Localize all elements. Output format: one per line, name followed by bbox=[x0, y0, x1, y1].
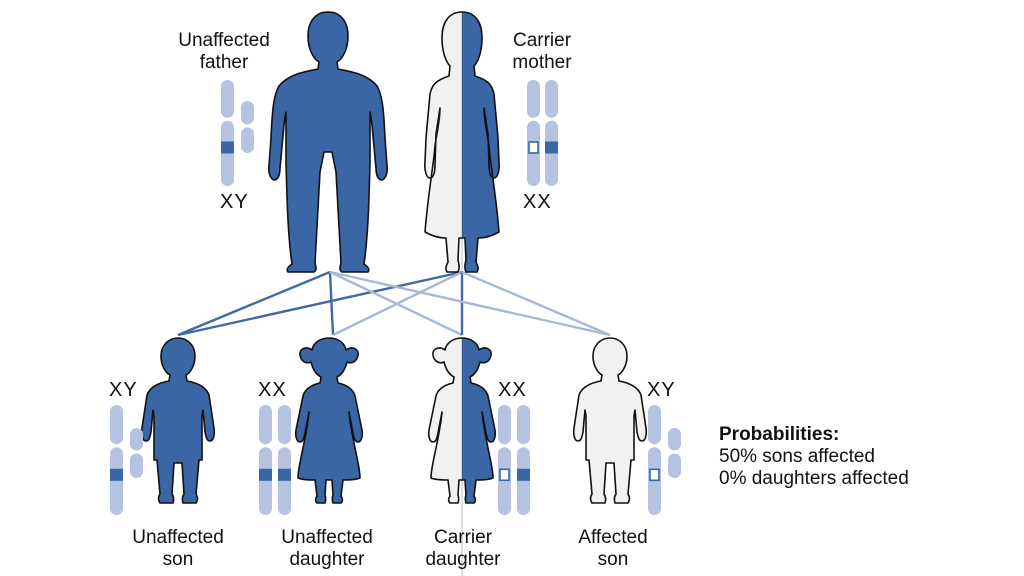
inheritance-lines bbox=[177, 270, 611, 337]
child-1-chromosome-label: XY bbox=[109, 379, 138, 401]
father-line-3 bbox=[329, 270, 463, 337]
child-4-x-chromosome bbox=[648, 405, 661, 515]
mother-x-chromosome-2 bbox=[545, 80, 558, 186]
child-2-chromosome-label: XX bbox=[258, 379, 287, 401]
probability-sons: 50% sons affected bbox=[719, 446, 875, 467]
child-4-chromosome-label: XY bbox=[647, 379, 676, 401]
child-4-label: Affected son bbox=[578, 527, 648, 570]
figures bbox=[140, 11, 648, 576]
child-3-x-chromosome-1 bbox=[498, 405, 511, 515]
child-1-x-chromosome bbox=[110, 405, 123, 515]
mother-chromosome-label: XX bbox=[523, 191, 552, 213]
father-x-chromosome bbox=[221, 80, 234, 186]
father-label: Unaffected father bbox=[178, 30, 270, 73]
child-1-figure bbox=[140, 337, 216, 504]
father-y-chromosome bbox=[241, 101, 254, 153]
father-chromosome-label: XY bbox=[220, 191, 249, 213]
child-3-label: Carrier daughter bbox=[425, 527, 501, 570]
child-3-x-chromosome-2 bbox=[517, 405, 530, 515]
father-figure bbox=[268, 11, 388, 273]
probabilities-title: Probabilities: bbox=[719, 424, 840, 445]
mother-x-chromosome-1 bbox=[527, 80, 540, 186]
mother-figure bbox=[424, 11, 500, 273]
child-2-x-chromosome-2 bbox=[278, 405, 291, 515]
child-2-label: Unaffected daughter bbox=[281, 527, 373, 570]
mother-line-1 bbox=[177, 270, 463, 337]
father-line-2 bbox=[328, 271, 335, 336]
child-4-figure bbox=[572, 337, 648, 504]
probability-daughters: 0% daughters affected bbox=[719, 468, 909, 489]
child-2-figure bbox=[294, 337, 364, 504]
child-3-chromosome-label: XX bbox=[498, 379, 527, 401]
child-1-label: Unaffected son bbox=[132, 527, 224, 570]
probabilities-box: Probabilities: 50% sons affected 0% daug… bbox=[719, 424, 909, 490]
mother-line-4 bbox=[461, 270, 611, 337]
mother-label: Carrier mother bbox=[512, 30, 572, 73]
child-2-x-chromosome-1 bbox=[259, 405, 272, 515]
father-line-4 bbox=[329, 270, 611, 337]
child-4-y-chromosome bbox=[668, 428, 681, 478]
chromosome-pairs bbox=[110, 80, 681, 515]
child-1-y-chromosome bbox=[130, 428, 143, 478]
father-line-1 bbox=[177, 270, 331, 337]
child-3-figure bbox=[427, 337, 497, 576]
